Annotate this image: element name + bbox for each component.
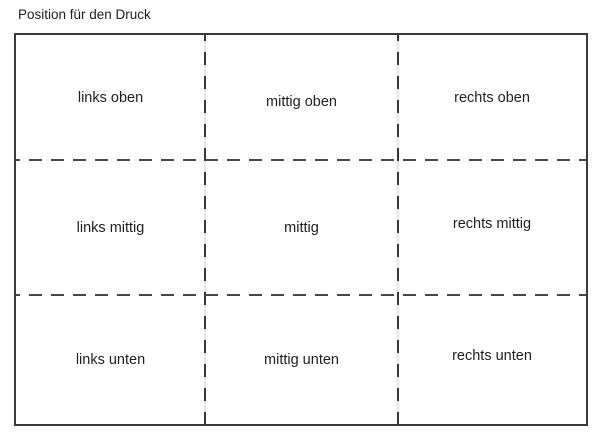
position-cell-rechts-oben[interactable]: rechts oben [398, 35, 586, 160]
print-area-box: links oben mittig oben rechts oben links… [14, 33, 588, 426]
grid-divider-lines [16, 35, 586, 424]
position-label: mittig unten [264, 351, 339, 368]
position-cell-mittig-oben[interactable]: mittig oben [205, 35, 398, 160]
position-cell-rechts-unten[interactable]: rechts unten [398, 295, 586, 424]
diagram-title: Position für den Druck [18, 7, 151, 22]
position-cell-links-oben[interactable]: links oben [16, 35, 205, 160]
position-label: rechts unten [452, 347, 532, 364]
position-label: mittig [284, 219, 319, 236]
position-label: links oben [77, 89, 144, 106]
position-grid: links oben mittig oben rechts oben links… [16, 35, 586, 424]
position-label: links unten [75, 351, 146, 368]
position-label: rechts mittig [452, 215, 532, 232]
position-label: mittig oben [266, 93, 337, 110]
position-cell-mittig-unten[interactable]: mittig unten [205, 295, 398, 424]
position-cell-mittig[interactable]: mittig [205, 160, 398, 295]
position-cell-links-unten[interactable]: links unten [16, 295, 205, 424]
position-label: rechts oben [454, 89, 530, 106]
position-label: links mittig [76, 219, 145, 236]
position-cell-links-mittig[interactable]: links mittig [16, 160, 205, 295]
position-cell-rechts-mittig[interactable]: rechts mittig [398, 160, 586, 295]
